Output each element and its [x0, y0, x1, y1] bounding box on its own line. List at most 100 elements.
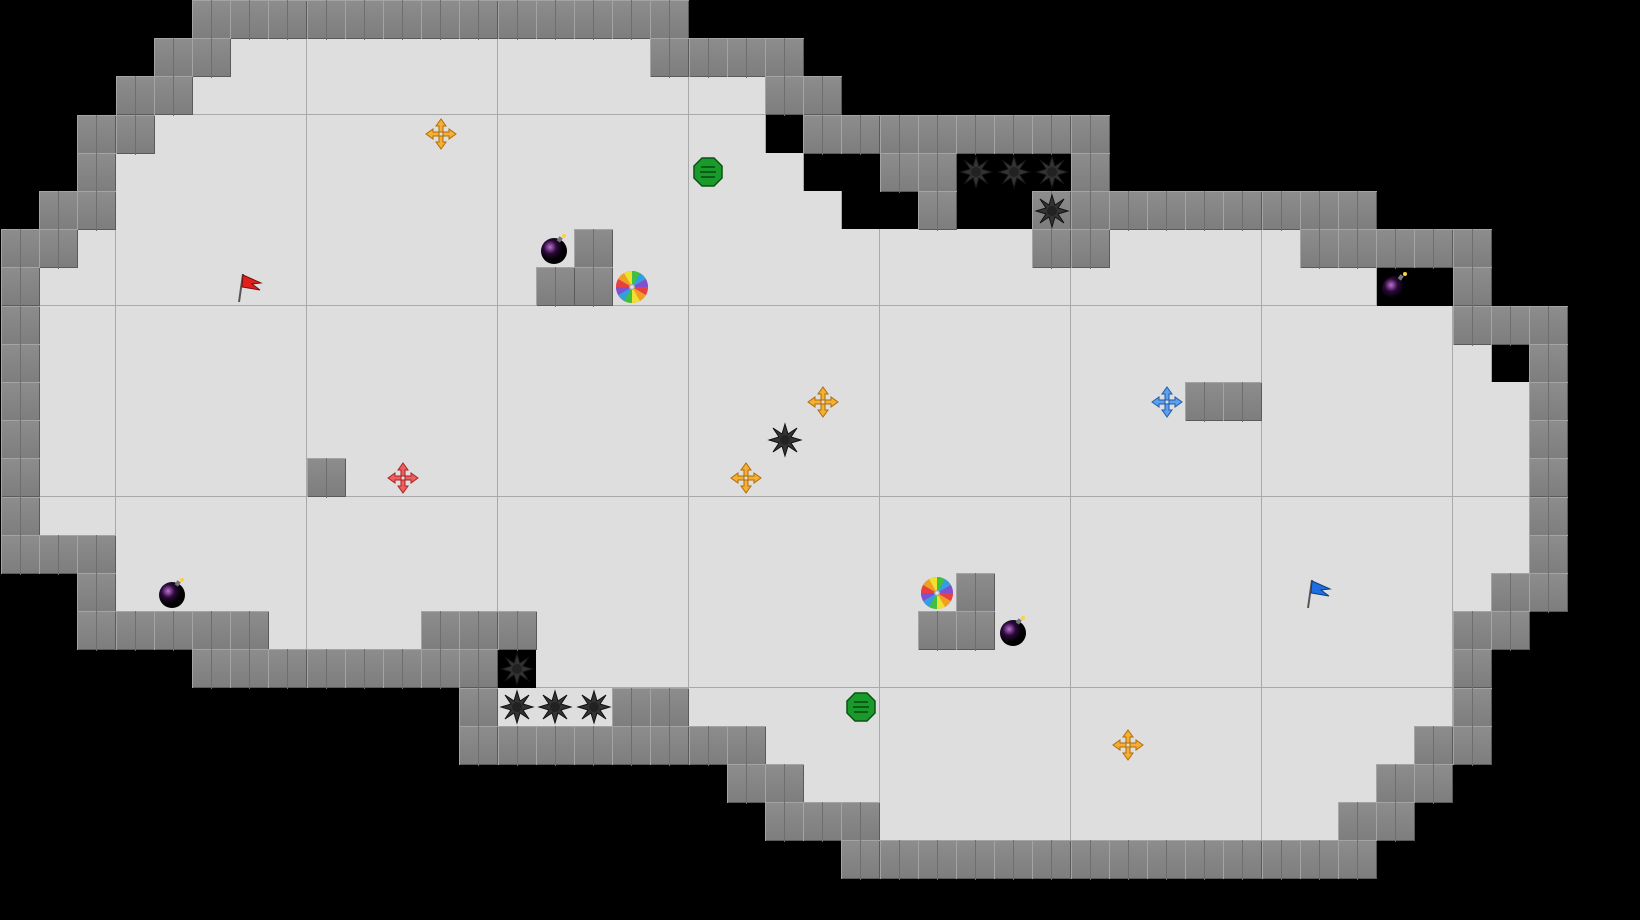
floor-tile — [1223, 496, 1263, 536]
floor-tile — [268, 76, 308, 116]
wall-tile — [230, 611, 270, 652]
wall-tile — [1529, 420, 1568, 461]
wall-tile — [306, 0, 346, 40]
spike-mine-icon — [1032, 153, 1071, 192]
wall-tile — [153, 611, 193, 652]
wall-tile — [1414, 764, 1454, 804]
wall-block — [1223, 382, 1263, 422]
wall-tile — [115, 76, 155, 117]
floor-tile — [1376, 496, 1416, 536]
floor-tile — [1070, 420, 1110, 460]
floor-tile — [574, 305, 613, 345]
wall-tile — [1529, 382, 1568, 422]
floor-tile — [726, 573, 766, 612]
floor-tile — [344, 611, 384, 651]
spike-mine-icon — [536, 688, 575, 727]
floor-tile — [230, 496, 270, 536]
wall-tile — [574, 0, 613, 40]
wall-tile — [1338, 229, 1377, 270]
wall-tile — [459, 725, 499, 766]
wall-tile — [1529, 534, 1568, 575]
floor-tile — [612, 191, 652, 230]
floor-tile — [230, 420, 270, 460]
floor-tile — [459, 343, 499, 383]
wall-tile — [421, 649, 461, 690]
wall-tile — [383, 649, 422, 690]
wall-tile — [115, 114, 155, 155]
floor-tile — [688, 191, 728, 230]
wall-tile — [688, 725, 728, 766]
floor-tile — [39, 305, 79, 345]
wall-tile — [1414, 725, 1454, 766]
wall-block — [956, 611, 995, 652]
floor-tile — [344, 343, 384, 383]
wall-tile — [956, 840, 995, 881]
wall-tile — [230, 649, 270, 690]
wall-tile — [77, 611, 117, 652]
floor-tile — [1147, 343, 1186, 383]
floor-tile — [612, 534, 652, 574]
wall-tile — [726, 725, 766, 766]
wall-tile — [1338, 191, 1377, 231]
floor-tile — [1414, 496, 1454, 536]
wall-tile — [726, 38, 766, 79]
wall-tile — [917, 114, 957, 155]
floor-tile — [688, 114, 728, 154]
wall-tile — [1490, 611, 1530, 652]
floor-tile — [1338, 496, 1377, 536]
floor-tile — [230, 152, 270, 192]
floor-tile — [1338, 687, 1377, 727]
floor-tile — [994, 229, 1034, 269]
floor-tile — [344, 496, 384, 536]
blue-spawn-arrows-icon — [1147, 382, 1186, 421]
floor-tile — [192, 420, 231, 460]
floor-tile — [1223, 687, 1263, 727]
floor-tile — [1490, 382, 1530, 421]
floor-tile — [956, 802, 995, 842]
spike-mine-icon — [574, 688, 613, 727]
wall-tile — [1032, 229, 1072, 270]
floor-tile — [650, 191, 690, 230]
floor-tile — [879, 267, 919, 307]
wall-tile — [1147, 840, 1186, 881]
wall-tile — [192, 649, 231, 690]
wall-tile — [688, 38, 728, 79]
floor-tile — [344, 191, 384, 230]
floor-tile — [650, 76, 690, 116]
speed-boost-icon — [421, 115, 460, 154]
floor-tile — [459, 152, 499, 192]
floor-tile — [1261, 764, 1301, 803]
floor-tile — [306, 38, 346, 78]
wall-tile — [153, 76, 193, 117]
floor-tile — [994, 382, 1034, 421]
floor-tile — [268, 38, 308, 78]
floor-tile — [879, 611, 919, 651]
green-pad-icon — [841, 688, 880, 727]
floor-tile — [459, 573, 499, 612]
floor-tile — [153, 420, 193, 460]
wall-tile — [1070, 152, 1110, 193]
wall-tile — [1299, 840, 1339, 881]
wall-tile — [535, 0, 575, 40]
wall-tile — [1070, 229, 1110, 270]
wall-tile — [1452, 611, 1492, 652]
floor-tile — [1147, 229, 1186, 269]
floor-tile — [803, 458, 843, 498]
floor-tile — [230, 76, 270, 116]
floor-tile — [1261, 420, 1301, 460]
floor-tile — [956, 764, 995, 803]
floor-tile — [1452, 382, 1492, 421]
floor-tile — [612, 152, 652, 192]
wall-tile — [1, 534, 40, 575]
wall-tile — [77, 534, 117, 575]
floor-tile — [1108, 573, 1148, 612]
floor-tile — [841, 496, 881, 536]
floor-tile — [1032, 343, 1072, 383]
floor-tile — [1414, 611, 1454, 651]
wall-tile — [1490, 305, 1530, 346]
floor-tile — [688, 267, 728, 307]
floor-tile — [612, 573, 652, 612]
floor-tile — [1414, 458, 1454, 498]
